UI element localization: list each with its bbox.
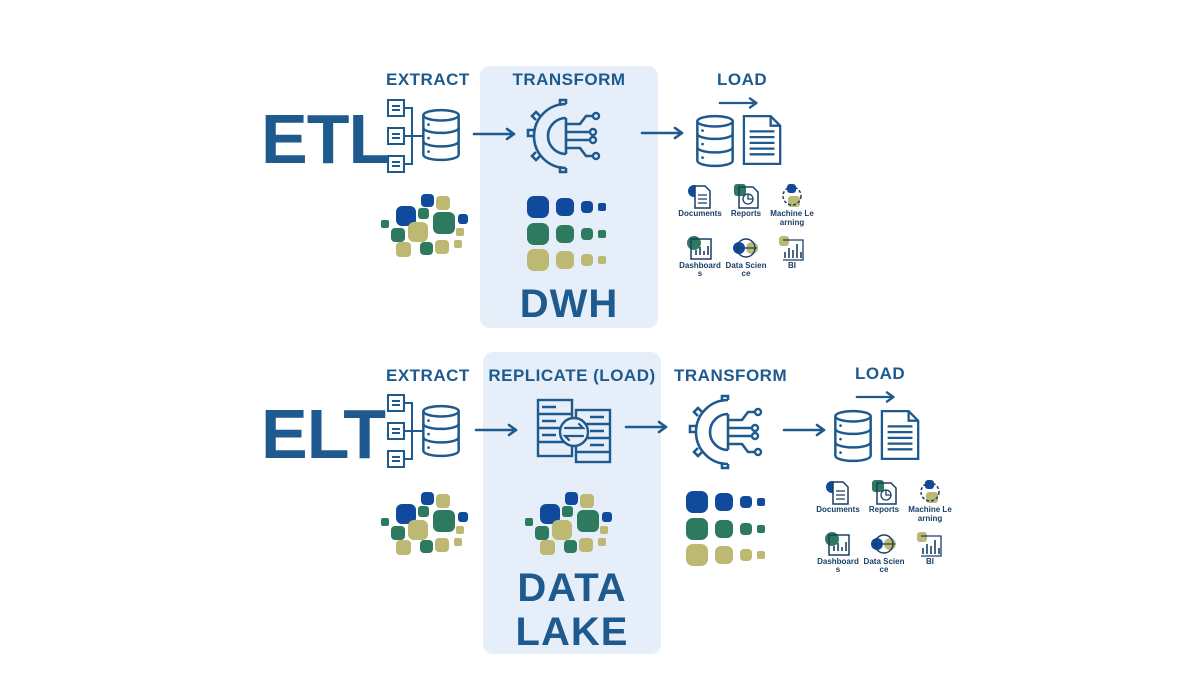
arrow-right-icon	[624, 420, 670, 434]
data-science-icon	[871, 533, 896, 554]
database-icon	[420, 404, 462, 458]
etl-extract-label: EXTRACT	[386, 70, 470, 89]
use-machine-learning: Machine Learning	[908, 478, 952, 524]
machine-learning-icon	[920, 480, 940, 503]
documents-icon	[688, 185, 711, 209]
use-dashboards: Dashboards	[679, 234, 721, 280]
etl-title: ETL	[261, 100, 391, 178]
arrow-right-icon	[474, 423, 520, 437]
database-icon	[832, 409, 874, 463]
use-data-science: Data Science	[726, 234, 766, 280]
data-lake-line2: LAKE	[515, 610, 629, 654]
data-lake-label: DATA LAKE	[483, 566, 661, 654]
server-sync-icon	[534, 396, 614, 466]
gear-circuit-icon	[688, 392, 768, 472]
raw-data-dots	[525, 492, 612, 555]
elt-replicate-label: REPLICATE (LOAD)	[488, 366, 656, 385]
etl-load-label: LOAD	[717, 70, 768, 89]
use-reports: Reports	[726, 182, 766, 228]
structured-data-dots	[527, 196, 606, 271]
data-lake-line1: DATA	[517, 566, 627, 610]
database-icon	[420, 108, 462, 162]
bi-icon	[779, 235, 804, 261]
transform-panel	[480, 66, 658, 328]
etl-uses-grid: Documents Reports Machine Learning Dashb…	[678, 182, 814, 280]
use-documents: Documents	[816, 478, 860, 524]
arrow-right-icon	[718, 96, 760, 110]
reports-icon	[734, 184, 759, 209]
database-icon	[694, 114, 736, 168]
elt-load-label: LOAD	[855, 364, 906, 383]
use-dashboards: Dashboards	[817, 530, 859, 576]
elt-transform-label: TRANSFORM	[674, 366, 788, 385]
elt-uses-grid: Documents Reports Machine Learning Dashb…	[816, 478, 952, 576]
dashboards-icon	[825, 531, 850, 556]
bi-icon	[917, 531, 942, 557]
use-machine-learning: Machine Learning	[770, 182, 814, 228]
use-documents: Documents	[678, 182, 722, 228]
use-bi: BI	[772, 234, 812, 280]
arrow-right-icon	[855, 390, 897, 404]
raw-data-dots	[381, 492, 468, 555]
etl-transform-label: TRANSFORM	[512, 70, 626, 89]
dwh-label: DWH	[519, 282, 619, 326]
document-icon	[880, 409, 922, 461]
data-science-icon	[733, 237, 758, 258]
dashboards-icon	[687, 235, 712, 260]
documents-icon	[826, 481, 849, 505]
arrow-right-icon	[640, 126, 686, 140]
document-icon	[742, 114, 784, 166]
arrow-right-icon	[472, 127, 518, 141]
use-bi: BI	[910, 530, 950, 576]
use-data-science: Data Science	[864, 530, 904, 576]
gear-circuit-icon	[526, 96, 606, 176]
elt-title: ELT	[261, 395, 386, 473]
raw-data-dots	[381, 194, 468, 257]
reports-icon	[872, 480, 897, 505]
machine-learning-icon	[782, 184, 802, 207]
arrow-right-icon	[782, 423, 828, 437]
structured-data-dots	[686, 491, 765, 566]
elt-extract-label: EXTRACT	[386, 366, 470, 385]
use-reports: Reports	[864, 478, 904, 524]
